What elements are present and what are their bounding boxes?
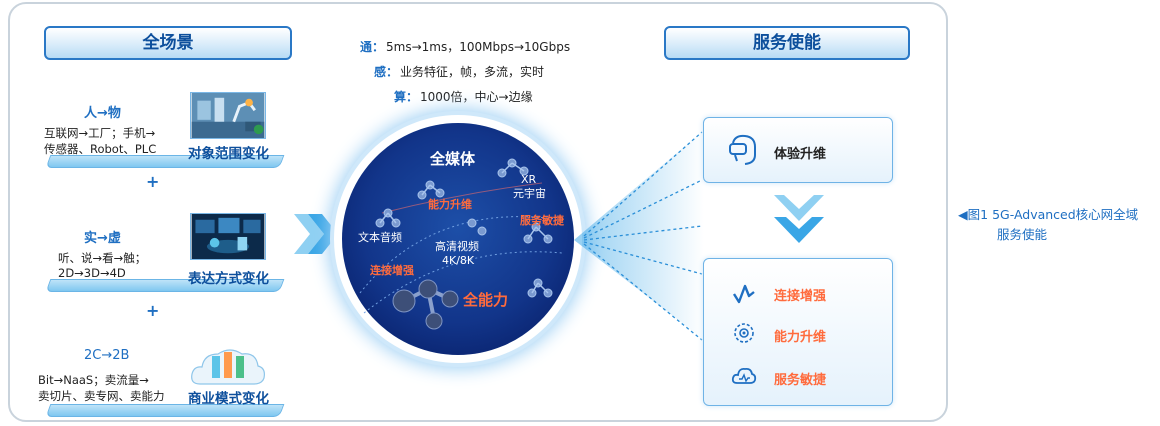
sphere-full-ability: 全能力 (463, 291, 509, 309)
item1-desc-line2: 传感器、Robot、PLC (44, 142, 157, 156)
chevron-right-icon (294, 214, 338, 254)
caption-marker: ◀图1 (958, 207, 989, 222)
comm-key: 通： (360, 40, 385, 54)
sphere-hd-video: 高清视频 (435, 240, 479, 253)
chevron-down-icon (774, 195, 824, 243)
sphere-xr: XR (521, 173, 537, 186)
comm-line: 通：5ms→1ms，100Mbps→10Gbps (360, 38, 570, 55)
item3-category: 2C→2B (84, 348, 130, 363)
enable-box (703, 258, 893, 406)
connect-boost-label: 连接增强 (774, 289, 827, 304)
experience-label: 体验升维 (774, 147, 827, 162)
rays-connector (574, 130, 704, 341)
cloud-service-icon (731, 367, 757, 384)
cloud-bars-icon (191, 349, 265, 385)
left-header: 全场景 (44, 26, 292, 60)
sense-line: 感：业务特征，帧，多流，实时 (374, 63, 544, 80)
compute-key: 算： (394, 90, 419, 104)
experience-box (703, 117, 893, 183)
ability-up-label: 能力升维 (774, 330, 827, 345)
plus-sign-1: + (146, 172, 160, 191)
vr-headset-icon (729, 134, 756, 165)
compute-text: 1000倍，中心→边缘 (420, 90, 533, 104)
sense-text: 业务特征，帧，多流，实时 (400, 65, 545, 79)
sphere-4k8k: 4K/8K (442, 254, 475, 267)
caption-title: 5G-Advanced核心网全域 (992, 207, 1139, 222)
sphere-decoration (359, 158, 563, 330)
factory-robot-image (190, 92, 266, 139)
all-media-sphere (342, 123, 574, 355)
item1-category: 人→物 (84, 106, 121, 121)
sphere-text-audio: 文本音频 (358, 231, 402, 244)
item1-desc-line1: 互联网→工厂；手机→ (44, 126, 156, 140)
item2-change: 表达方式变化 (188, 271, 269, 287)
item3-change: 商业模式变化 (188, 391, 269, 407)
sphere-metaverse: 元宇宙 (513, 187, 546, 200)
caption-line1: ◀图1 5G-Advanced核心网全域 (958, 205, 1138, 225)
service-agile-label: 服务敏捷 (774, 373, 827, 388)
compute-line: 算：1000倍，中心→边缘 (394, 88, 533, 105)
sense-key: 感： (374, 65, 399, 79)
right-header: 服务使能 (664, 26, 910, 60)
item2-category: 实→虚 (84, 231, 121, 246)
sphere-ability-up: 能力升维 (428, 198, 472, 211)
sphere-connect-boost: 连接增强 (370, 264, 414, 277)
ability-gear-icon (734, 323, 754, 343)
item3-desc-line2: 卖切片、卖专网、卖能力 (38, 389, 165, 403)
item2-desc-line1: 听、说→看→触； (58, 251, 147, 265)
figure-caption: ◀图1 5G-Advanced核心网全域 服务使能 (958, 205, 1138, 245)
sphere-service-agile: 服务敏捷 (520, 214, 564, 227)
item1-change: 对象范围变化 (188, 146, 269, 162)
plus-sign-2: + (146, 301, 160, 320)
connect-wave-icon (732, 284, 755, 304)
sphere-all-media: 全媒体 (430, 150, 476, 168)
caption-line2: 服务使能 (997, 227, 1048, 242)
comm-text: 5ms→1ms，100Mbps→10Gbps (386, 40, 571, 54)
item3-desc-line1: Bit→NaaS；卖流量→ (38, 373, 149, 387)
item2-desc-line2: 2D→3D→4D (58, 266, 126, 280)
virtual-display-image (190, 213, 266, 260)
